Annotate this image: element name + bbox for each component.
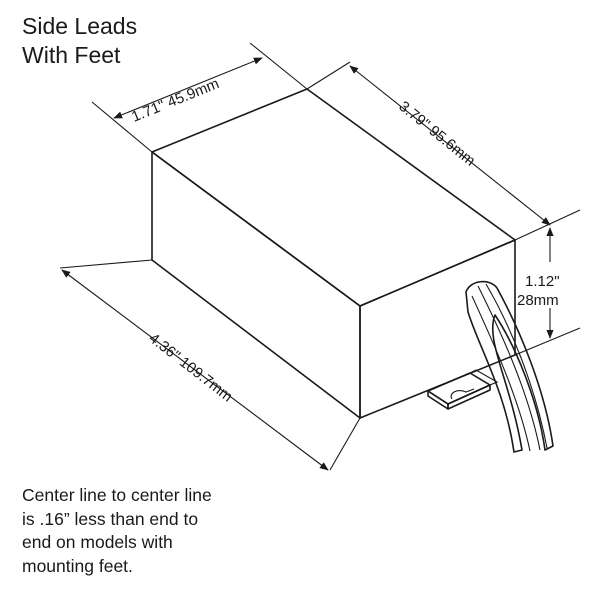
note-line-1: Center line to center line — [22, 485, 212, 505]
title-line-1: Side Leads — [22, 13, 138, 39]
box-end-face — [359, 239, 516, 419]
mounting-foot — [427, 369, 499, 410]
note-line-2: is .16” less than end to — [22, 508, 199, 529]
length-label: 3.79" 95.6mm — [395, 98, 478, 170]
length-dimension: 3.79" 95.6mm — [349, 65, 551, 226]
diagram-title: Side Leads With Feet — [22, 12, 137, 70]
box-top-face — [151, 88, 516, 307]
height-dimension: 1.12" 28mm — [517, 227, 560, 339]
height-label-mm: 28mm — [517, 292, 559, 309]
box-front-face — [151, 151, 361, 419]
note-line-3: end on models with — [22, 532, 173, 552]
title-line-2: With Feet — [22, 42, 121, 68]
width-label: 1.71" 45.9mm — [129, 75, 221, 126]
mounting-feet-note: Center line to center line is .16” less … — [22, 484, 212, 578]
side-leads — [465, 280, 554, 453]
overall-length-dimension: 4.36" 109.7mm — [61, 269, 329, 471]
note-line-4: mounting feet. — [22, 555, 133, 576]
overall-length-label: 4.36" 109.7mm — [146, 330, 236, 406]
height-label-inches: 1.12" — [525, 273, 560, 290]
